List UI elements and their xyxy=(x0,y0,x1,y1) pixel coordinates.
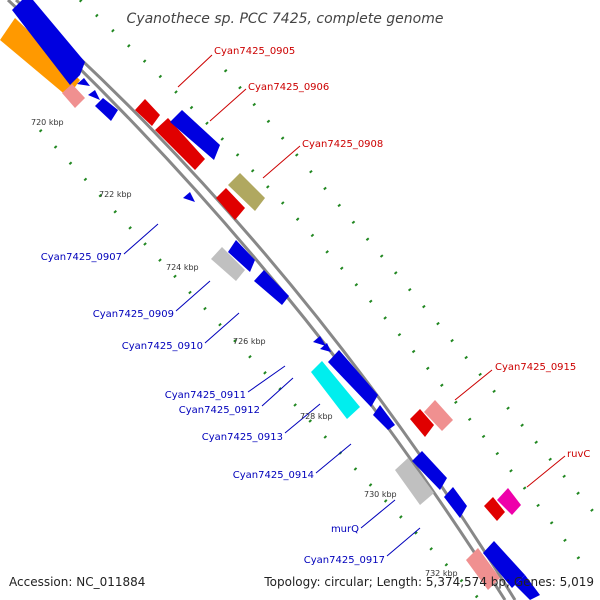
gene-cyan7425-0915-red[interactable] xyxy=(410,409,434,437)
gene-blue-0914[interactable] xyxy=(328,350,378,407)
leader-lines-upper xyxy=(177,54,566,488)
leader-0906 xyxy=(209,88,247,122)
map-title: Cyanothece sp. PCC 7425, complete genome xyxy=(127,11,444,27)
label-cyan7425-0906[interactable]: Cyan7425_0906 xyxy=(248,82,329,93)
gene-cyan-0913[interactable] xyxy=(311,361,360,419)
gene-blue-tiny-0912[interactable] xyxy=(320,343,331,352)
leader-0910 xyxy=(204,312,240,344)
leader-0911 xyxy=(247,365,286,393)
gene-blue-0910[interactable] xyxy=(254,270,289,305)
gene-blue-murq[interactable] xyxy=(412,451,447,490)
leader-0912 xyxy=(261,377,294,407)
gene-gray-murq[interactable] xyxy=(395,458,434,505)
gene-salmon-top-left[interactable] xyxy=(62,84,85,108)
tick-722: 722 kbp xyxy=(99,190,132,199)
gene-cyan7425-0906[interactable] xyxy=(155,118,205,170)
leader-0905 xyxy=(177,54,213,88)
leader-lines-lower xyxy=(123,223,421,557)
gene-ruvc-red[interactable] xyxy=(484,497,505,521)
gene-blue-small-1[interactable] xyxy=(77,78,90,86)
leader-0915 xyxy=(454,369,493,401)
tick-730: 730 kbp xyxy=(364,490,397,499)
gene-blue-small-2[interactable] xyxy=(88,90,100,100)
leader-0917 xyxy=(386,527,421,557)
tick-732: 732 kbp xyxy=(425,569,458,578)
gene-gray-0909[interactable] xyxy=(211,247,245,281)
leader-0908 xyxy=(262,145,301,179)
gene-ruvc-magenta[interactable] xyxy=(497,488,521,515)
gene-cyan7425-0915-salmon[interactable] xyxy=(424,400,453,431)
tick-728: 728 kbp xyxy=(300,412,333,421)
label-ruvc[interactable]: ruvC xyxy=(567,449,590,460)
label-cyan7425-0909[interactable]: Cyan7425_0909 xyxy=(93,309,174,320)
accession-text: Accession: NC_011884 xyxy=(9,575,145,589)
label-cyan7425-0914[interactable]: Cyan7425_0914 xyxy=(233,470,314,481)
tick-720: 720 kbp xyxy=(31,118,64,127)
gene-orange[interactable] xyxy=(0,18,80,97)
leader-0913 xyxy=(284,403,321,434)
gene-blue-small-3[interactable] xyxy=(95,98,118,121)
gene-blue-0909b[interactable] xyxy=(228,240,255,272)
tick-726: 726 kbp xyxy=(233,337,266,346)
leader-murq xyxy=(360,499,396,529)
gene-blue-tiny-0911[interactable] xyxy=(313,336,326,346)
gene-blue-tiny-722[interactable] xyxy=(183,192,195,202)
label-cyan7425-0908[interactable]: Cyan7425_0908 xyxy=(302,139,383,150)
label-cyan7425-0910[interactable]: Cyan7425_0910 xyxy=(122,341,203,352)
tick-724: 724 kbp xyxy=(166,263,199,272)
label-cyan7425-0907[interactable]: Cyan7425_0907 xyxy=(41,252,122,263)
gene-labels-lower: Cyan7425_0907 Cyan7425_0909 Cyan7425_091… xyxy=(41,252,385,566)
gene-cyan7425-0908[interactable] xyxy=(216,188,245,220)
leader-ruvc xyxy=(526,455,566,488)
leader-0909 xyxy=(175,280,211,312)
label-cyan7425-0905[interactable]: Cyan7425_0905 xyxy=(214,46,295,57)
gene-blue-bottom[interactable] xyxy=(483,541,525,588)
leader-0907 xyxy=(123,223,159,255)
gene-salmon-bottom[interactable] xyxy=(466,548,500,590)
gene-labels-upper: Cyan7425_0905 Cyan7425_0906 Cyan7425_090… xyxy=(214,46,590,460)
label-cyan7425-0915[interactable]: Cyan7425_0915 xyxy=(495,362,576,373)
topology-summary: Topology: circular; Length: 5,374,574 bp… xyxy=(263,575,594,589)
gene-blue-bottom-2[interactable] xyxy=(515,575,540,600)
gene-cyan7425-0905[interactable] xyxy=(135,99,160,126)
label-cyan7425-0911[interactable]: Cyan7425_0911 xyxy=(165,390,246,401)
gene-olive[interactable] xyxy=(228,173,265,211)
label-cyan7425-0917[interactable]: Cyan7425_0917 xyxy=(304,555,385,566)
gene-blue-0914b[interactable] xyxy=(373,405,395,430)
dotted-ring-outer-1 xyxy=(78,0,582,561)
gene-blue-top-left[interactable] xyxy=(12,0,85,85)
gene-blue-0906b[interactable] xyxy=(170,110,220,160)
gene-blue-0917[interactable] xyxy=(444,487,467,518)
label-murq[interactable]: murQ xyxy=(331,524,359,535)
label-cyan7425-0912[interactable]: Cyan7425_0912 xyxy=(179,405,260,416)
leader-0914 xyxy=(315,443,352,474)
label-cyan7425-0913[interactable]: Cyan7425_0913 xyxy=(202,432,283,443)
